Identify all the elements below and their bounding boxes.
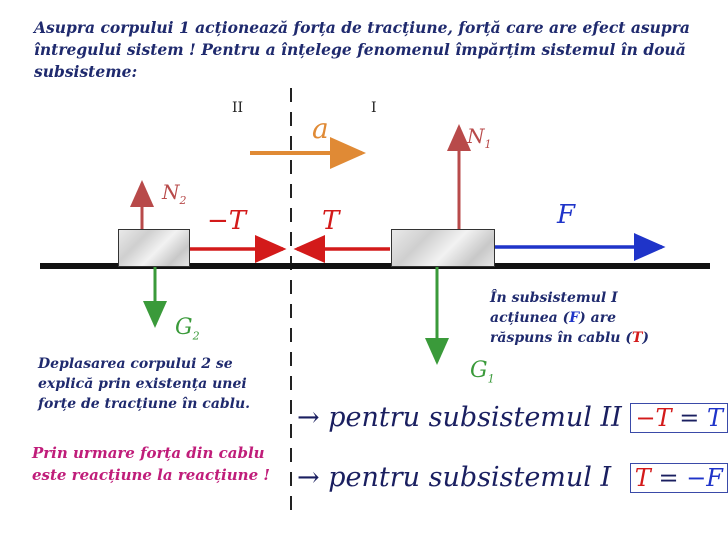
vector-a-label: a bbox=[312, 112, 329, 145]
vector-f-label: F bbox=[557, 200, 576, 230]
vector-n1-label: N1 bbox=[467, 124, 492, 151]
vector-n2-symbol: N bbox=[162, 180, 180, 204]
equation-ii-box: −T = T bbox=[630, 403, 728, 433]
vector-g1-symbol: G bbox=[470, 358, 488, 383]
vector-n1-symbol: N bbox=[467, 124, 485, 148]
equation-ii-text: pentru subsistemul II bbox=[328, 402, 622, 433]
subsystem-i-note: În subsistemul I acțiunea (F) are răspun… bbox=[490, 288, 710, 348]
note-line-1: În subsistemul I bbox=[490, 290, 618, 306]
conclusion-note: Prin urmare forța din cablu este reacțiu… bbox=[32, 444, 270, 484]
vector-n1-subscript: 1 bbox=[484, 138, 492, 151]
equation-i-arrow: → bbox=[297, 462, 320, 493]
body-1-block bbox=[391, 229, 495, 267]
equation-subsystem-i: → pentru subsistemul I T = −F bbox=[297, 462, 728, 493]
vector-g1-label: G1 bbox=[470, 358, 495, 385]
equation-i-box: T = −F bbox=[629, 463, 728, 493]
vector-g2-label: G2 bbox=[175, 315, 200, 342]
vector-neg-t-label: −T bbox=[207, 206, 247, 236]
vector-g2-symbol: G bbox=[175, 315, 193, 340]
intro-text: Asupra corpului 1 acționează forța de tr… bbox=[34, 18, 690, 81]
body-2-note: Deplasarea corpului 2 se explică prin ex… bbox=[38, 356, 251, 412]
vector-n2-label: N2 bbox=[162, 180, 187, 207]
equation-ii-arrow: → bbox=[297, 402, 320, 433]
note-line-3: răspuns în cablu (T) bbox=[490, 330, 650, 346]
vector-t-label: T bbox=[322, 206, 340, 236]
equation-subsystem-ii: → pentru subsistemul II −T = T bbox=[297, 402, 728, 433]
subsystem-i-label: I bbox=[371, 100, 377, 116]
equation-i-text: pentru subsistemul I bbox=[328, 462, 612, 493]
vector-g1-subscript: 1 bbox=[487, 372, 495, 386]
subsystem-ii-label: II bbox=[232, 100, 244, 116]
vector-a-symbol: a bbox=[312, 112, 329, 145]
note-line-2: acțiunea (F) are bbox=[490, 310, 617, 326]
vector-n2-subscript: 2 bbox=[179, 194, 187, 207]
body-2-block bbox=[118, 229, 190, 267]
vector-g2-subscript: 2 bbox=[192, 329, 200, 343]
